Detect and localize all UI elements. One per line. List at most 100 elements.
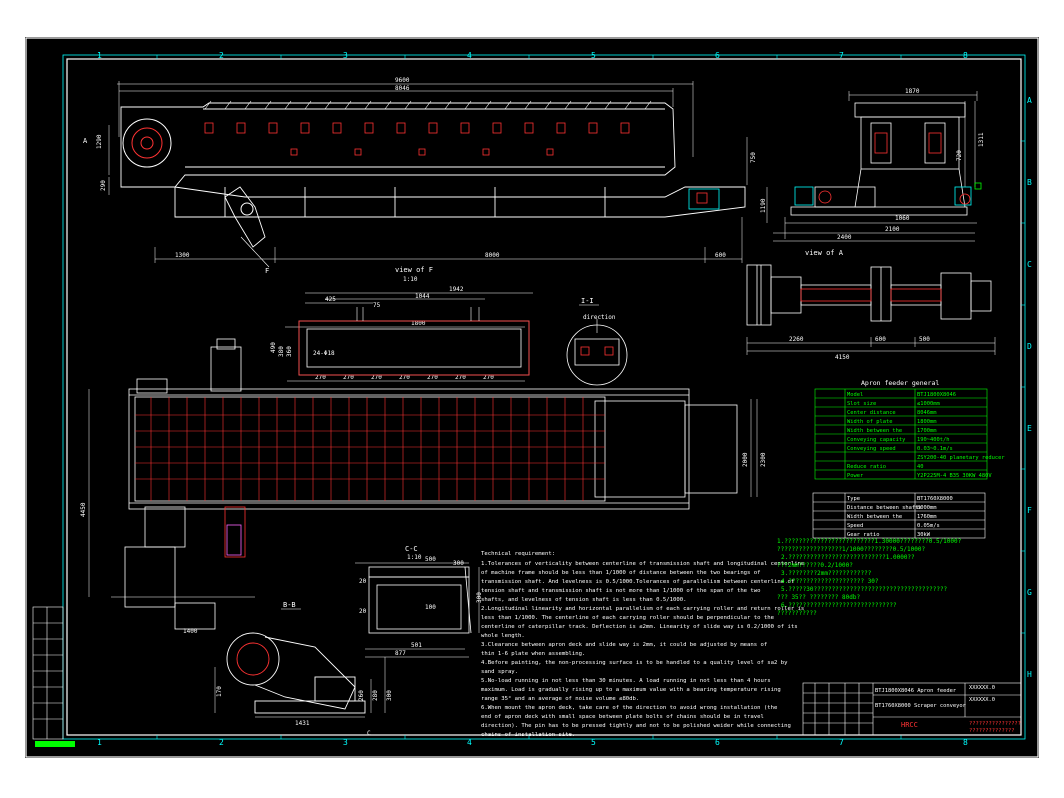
tech-line-2: of machine frame should be less than 1/1… — [481, 570, 761, 576]
dim-plan-depth: 4450 — [80, 502, 87, 517]
dim-f-pitch4: 270 — [399, 374, 410, 381]
dim-a-w3: 500 — [919, 336, 930, 343]
dim-height3: 290 — [100, 180, 107, 191]
dim-cc-g: 877 — [395, 650, 406, 657]
main-elevation: 9600 8046 1300 8000 600 1290 290 750 — [83, 77, 757, 275]
note-line-9: 6.?????????????????????????????? — [781, 602, 897, 609]
dim-mid: 8000 — [485, 252, 500, 259]
view-f: view of F 1:10 1942 1044 425 75 1800 24-… — [270, 266, 533, 382]
end-view: 1870 1060 2100 2400 720 1311 1190 — [760, 88, 985, 242]
column-ticks — [156, 55, 1025, 739]
dim-a-w1: 2260 — [789, 336, 804, 343]
tech-line-1: 1.Tolerances of verticality between cent… — [481, 561, 805, 567]
dim-deck: 8046 — [395, 85, 410, 92]
col-label-bottom-1: 1 — [97, 738, 102, 747]
col-label-1: 1 — [97, 51, 102, 60]
col-label-3: 3 — [343, 51, 348, 60]
spec2-value-4: 0.05m/s — [917, 523, 940, 529]
tech-line-16: range 35° and an average of noise volume… — [481, 696, 639, 702]
dim-bb-c: 280 — [372, 690, 379, 701]
revision-strip — [32, 606, 64, 740]
col-label-8: 8 — [963, 51, 968, 60]
spec-label-9: Reduce ratio — [847, 464, 886, 470]
col-label-6: 6 — [715, 51, 720, 60]
tech-line-3: transmission shaft. And levelness is 0.5… — [481, 579, 794, 585]
row-label-b: B — [1027, 178, 1032, 187]
tech-line-5: shafts, and levelness of tension shaft i… — [481, 597, 686, 603]
spec-label-5: Width between the — [847, 428, 902, 434]
callout-f: F — [265, 267, 269, 275]
section-bb-title: B-B — [283, 601, 296, 609]
row-label-e: E — [1027, 424, 1032, 433]
spec-label-7: Conveying speed — [847, 446, 896, 452]
title-name-1: BTJ1800X8046 Apron feeder — [875, 688, 957, 694]
dim-cc-d: 20 — [359, 608, 367, 615]
col-label-5: 5 — [591, 51, 596, 60]
dim-cc-b2: 300 — [476, 592, 483, 603]
section-11-title: I-I — [581, 297, 594, 305]
spec-value-9: 40 — [917, 464, 924, 470]
note-line-6: 4.????????????????????? 30? — [781, 578, 879, 585]
row-label-h: H — [1027, 670, 1032, 679]
tech-line-8: centerline of caterpillar track. Deflect… — [481, 624, 798, 630]
dim-f-h3: 360 — [286, 346, 293, 357]
title-code-2: XXXXXX.0 — [969, 697, 995, 703]
dim-cc-e: 100 — [425, 604, 436, 611]
note-line-3: 2.???????????????????????????1.0000?? — [781, 554, 915, 561]
tech-line-11: thin 1-6 plate when assembling. — [481, 651, 585, 657]
spec2-label-3: Width between the — [847, 514, 902, 520]
outer-frame — [25, 37, 1039, 758]
note-line-5: 3.????????2mm???????????? — [781, 570, 872, 577]
spec-label-4: Width of plate — [847, 419, 892, 425]
dim-bb-a: 170 — [216, 686, 223, 697]
spec2-value-5: 30kW — [917, 532, 931, 538]
section-cc-scale: 1:10 — [407, 554, 422, 561]
dim-f-holes: 24-Φ18 — [313, 350, 335, 357]
row-label-f: F — [1027, 506, 1032, 515]
dim-right: 600 — [715, 252, 726, 259]
col-label-bottom-4: 4 — [467, 738, 472, 747]
section-cc-title: C-C — [405, 545, 418, 553]
col-label-bottom-5: 5 — [591, 738, 596, 747]
tech-title: Technical requirement: — [481, 551, 555, 557]
section-1-1: I-I direction — [566, 297, 628, 386]
view-f-title: view of F — [395, 266, 433, 274]
section-11-direction: direction — [583, 314, 616, 321]
garbled-notes: 1.?????????????????????????1.30000??????… — [777, 538, 962, 617]
section-bb: B-B 170 1431 280 300 260 C — [214, 601, 393, 737]
dim-f-w1: 1942 — [449, 286, 464, 293]
dim-f-w4: 75 — [373, 302, 381, 309]
tech-line-6: 2.Longitudinal linearity and horizontal … — [481, 606, 804, 612]
dim-end-top: 1870 — [905, 88, 920, 95]
dim-plan-shaft: 1400 — [183, 628, 198, 635]
title-cn-1: ???????????????? — [969, 721, 1021, 727]
dim-f-pitch5: 270 — [427, 374, 438, 381]
grid-frame — [62, 54, 1026, 740]
dim-left: 1300 — [175, 252, 190, 259]
spec2-value-1: BT1760X8000 — [917, 496, 953, 502]
spec2-label-1: Type — [847, 496, 860, 502]
note-line-7: 5.?????30???????????????????????????????… — [781, 586, 948, 593]
tech-line-7: less than 1/1000. The centerline of each… — [481, 615, 775, 621]
spec-table-2: Type BT1760X8000 Distance between shafts… — [812, 492, 986, 539]
tech-line-12: 4.Before painting, the non-processing su… — [481, 660, 788, 666]
dim-f-inner: 1800 — [411, 320, 426, 327]
tech-line-20: chains of installation site. — [481, 732, 575, 738]
view-a-title: view of A — [805, 249, 844, 257]
spec-label-3: Center distance — [847, 410, 896, 416]
title-block: BTJ1800X8046 Apron feeder BT1760X8000 Sc… — [802, 682, 1022, 736]
row-label-g: G — [1027, 588, 1032, 597]
note-line-10: ??????????? — [777, 610, 817, 617]
col-label-7: 7 — [839, 51, 844, 60]
spec2-label-5: Gear ratio — [847, 532, 879, 538]
spec-label-10: Power — [847, 473, 864, 479]
spec2-label-4: Speed — [847, 523, 863, 529]
dim-bb-d: 300 — [386, 690, 393, 701]
spec-value-3: 8046mm — [917, 410, 936, 416]
dim-f-w3: 1044 — [415, 293, 430, 300]
company-name: HRCC — [901, 721, 918, 729]
green-marker — [35, 741, 75, 747]
col-label-bottom-8: 8 — [963, 738, 968, 747]
spec-label-6: Conveying capacity — [847, 437, 906, 443]
note-line-1: 1.?????????????????????????1.30000??????… — [777, 538, 962, 545]
